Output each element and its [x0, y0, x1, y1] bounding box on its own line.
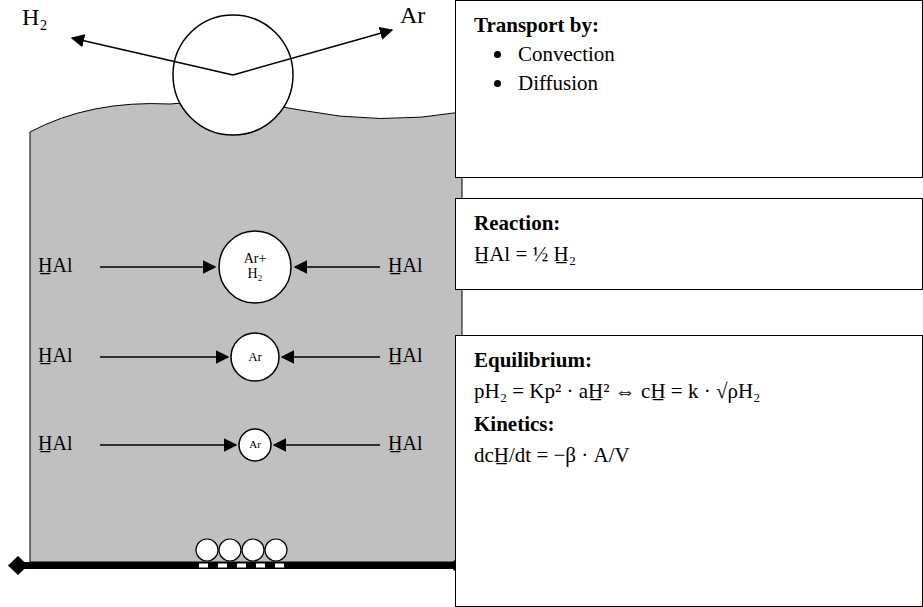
bullet-text: Diffusion — [518, 71, 908, 96]
dissolved-hydrogen: H̲Al — [38, 344, 72, 367]
gas-label: Ar — [249, 439, 261, 451]
formula-text: pH₂ = Kp² · aH̲² ⇔ cH̲ = k · √ρH₂ — [474, 379, 908, 404]
dissolved-hydrogen: H̲Al — [38, 432, 72, 455]
heading-text: Kinetics: — [474, 412, 908, 437]
info-box: Equilibrium: pH₂ = Kp² · aH̲² ⇔ cH̲ = k ·… — [455, 335, 923, 607]
info-box: Transport by: ConvectionDiffusion — [455, 0, 923, 178]
gas-bubble: Ar+ H₂ — [218, 230, 292, 304]
dissolved-hydrogen: H̲Al — [38, 254, 72, 277]
bullet-dot — [494, 80, 501, 87]
ar-escape-arrow — [233, 30, 392, 75]
bullet-dot — [494, 51, 501, 58]
formula-text: dcH̲/dt = −β · A/V — [474, 443, 908, 468]
info-box: Reaction: H̲Al = ½ H̲₂ — [455, 198, 923, 290]
gas-name: Ar — [400, 2, 425, 29]
heading-text: Equilibrium: — [474, 348, 908, 373]
dissolved-hydrogen: H̲Al — [388, 344, 422, 367]
aluminium-melt — [30, 101, 462, 562]
h2-escape-arrow — [72, 38, 233, 75]
heading-text: Reaction: — [474, 211, 908, 236]
gas-bubble: Ar — [230, 332, 280, 382]
dissolved-hydrogen: H̲Al — [388, 432, 422, 455]
gas-bubble: Ar — [238, 428, 272, 462]
left-diamond — [8, 556, 28, 575]
bullet-text: Convection — [518, 42, 908, 67]
gas-name: H₂ — [22, 4, 48, 31]
heading-text: Transport by: — [474, 13, 908, 38]
formula-text: H̲Al = ½ H̲₂ — [474, 242, 908, 267]
gas-bubbles-at-plug — [196, 539, 287, 561]
crucible-bottom — [18, 562, 460, 569]
gas-label: Ar — [248, 350, 262, 364]
porous-plug — [199, 564, 284, 568]
gas-label: Ar+ H₂ — [235, 252, 275, 281]
dissolved-hydrogen: H̲Al — [388, 254, 422, 277]
